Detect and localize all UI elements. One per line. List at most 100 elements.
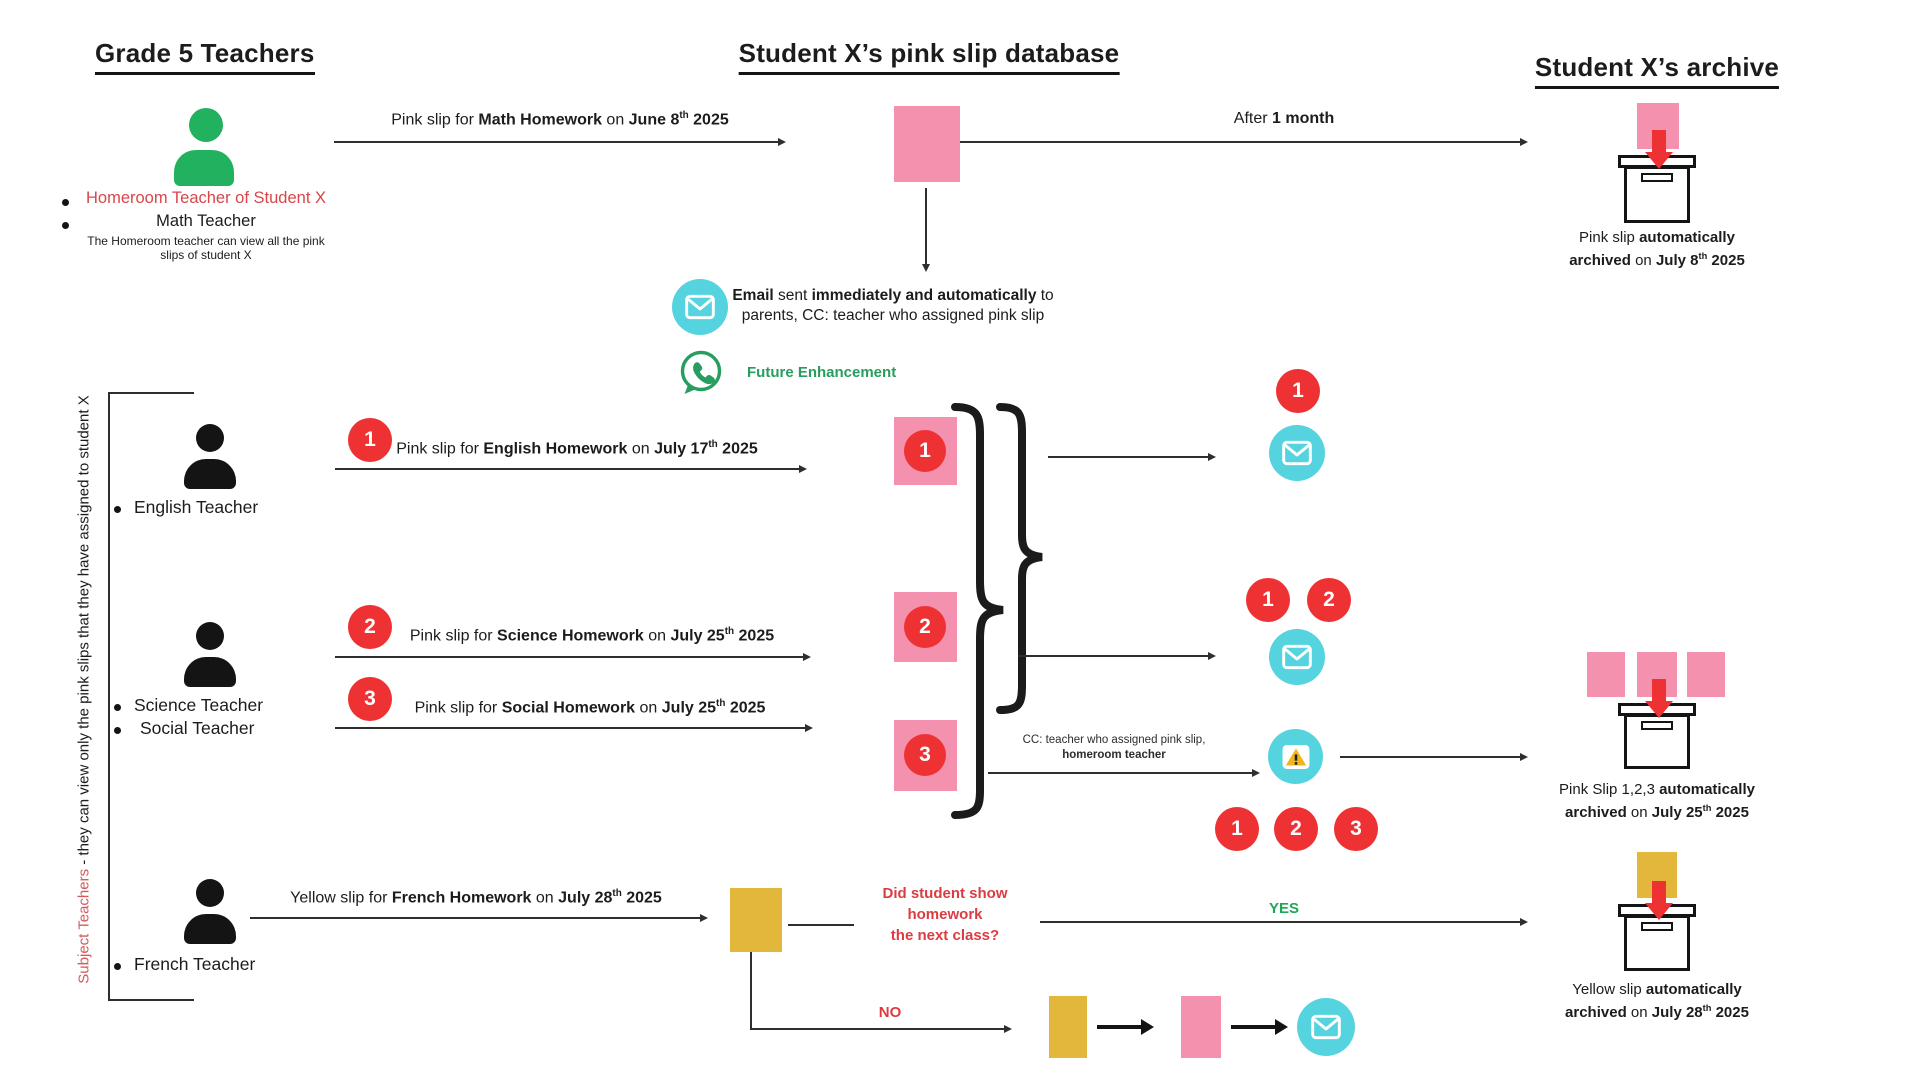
decision-question-line2: homework xyxy=(907,906,983,923)
archive3-box-body xyxy=(1624,915,1690,971)
email-note-line1: Email sent immediately and automatically… xyxy=(732,287,1054,304)
pink-slip-main xyxy=(894,106,960,182)
cc-note-line2: homeroom teacher xyxy=(1062,749,1166,761)
bullet-dot xyxy=(114,963,121,970)
curly-braces xyxy=(951,403,1043,819)
arrow-yellow-to-pink xyxy=(1097,1019,1154,1035)
bullet-dot xyxy=(62,199,69,206)
homeroom-teacher-icon xyxy=(174,108,238,186)
archive2-caption: Pink Slip 1,2,3 automatically archived o… xyxy=(1559,780,1755,822)
archive3-drop-arrow xyxy=(1645,881,1673,920)
bullet-dot xyxy=(114,506,121,513)
archive3-caption: Yellow slip automatically archived on Ju… xyxy=(1565,980,1749,1022)
social-teacher-label: Social Teacher xyxy=(140,718,255,738)
math-pink-slip-label: Pink slip for Math Homework on June 8th … xyxy=(391,110,729,129)
yellow-slip-main xyxy=(730,888,782,952)
arrow-email-to-archive2 xyxy=(1340,753,1528,761)
arrow-social-to-database xyxy=(335,724,813,732)
archive1-caption-line1: Pink slip automatically xyxy=(1579,229,1735,246)
archive3-caption-line1: Yellow slip automatically xyxy=(1572,981,1742,998)
subject-bracket-top xyxy=(108,392,194,394)
homeroom-note-line1: The Homeroom teacher can view all the pi… xyxy=(87,234,325,248)
archive2-slip-1 xyxy=(1587,652,1625,697)
notify2-badge-1: 1 xyxy=(1246,578,1290,622)
bullet-dot xyxy=(114,704,121,711)
archive1-drop-arrow xyxy=(1645,130,1673,169)
social-slip-label: Pink slip for Social Homework on July 25… xyxy=(414,698,766,717)
badge-1: 1 xyxy=(348,418,392,462)
notify1-badge-1: 1 xyxy=(1276,369,1320,413)
bullet-dot xyxy=(114,727,121,734)
arrow-slip-to-email xyxy=(922,188,930,272)
no-flow-yellow-slip xyxy=(1049,996,1087,1058)
archive3-box-slot xyxy=(1641,922,1673,931)
archive2-drop-arrow xyxy=(1645,679,1673,718)
archive2-slip-3 xyxy=(1687,652,1725,697)
homeroom-note-line2: slips of student X xyxy=(160,248,252,262)
email-note-line2: parents, CC: teacher who assigned pink s… xyxy=(741,307,1045,324)
arrow-no-branch xyxy=(750,1025,1012,1033)
whatsapp-icon xyxy=(676,348,726,403)
arrow-science-to-database xyxy=(335,653,811,661)
future-enhancement-label: Future Enhancement xyxy=(747,364,897,381)
person-body xyxy=(174,150,234,186)
cc-note-line1: CC: teacher who assigned pink slip, xyxy=(1022,734,1206,746)
archive2-box-slot xyxy=(1641,721,1673,730)
cc-note: CC: teacher who assigned pink slip, home… xyxy=(1023,733,1206,763)
notify3-badge-2: 2 xyxy=(1274,807,1318,851)
archive1-caption-line2: archived on July 8th 2025 xyxy=(1569,251,1745,269)
archive3-caption-line2: archived on July 28th 2025 xyxy=(1565,1003,1749,1021)
french-teacher-icon xyxy=(182,879,238,944)
bullet-dot xyxy=(62,222,69,229)
math-teacher-label: Math Teacher xyxy=(156,212,256,230)
email-icon xyxy=(672,279,728,335)
person-head xyxy=(189,108,223,142)
header-student-archive: Student X’s archive xyxy=(1534,52,1780,89)
after-month-label: After 1 month xyxy=(1233,110,1335,127)
english-teacher-icon xyxy=(182,424,238,489)
badge-2: 2 xyxy=(348,605,392,649)
email-icon xyxy=(1297,998,1355,1056)
notify2-badge-2: 2 xyxy=(1307,578,1351,622)
arrow-french-to-slip xyxy=(250,914,708,922)
email-note: Email sent immediately and automatically… xyxy=(732,286,1053,326)
header-grade5-teachers: Grade 5 Teachers xyxy=(95,38,315,75)
archive1-box-slot xyxy=(1641,173,1673,182)
archive2-caption-line2: archived on July 25th 2025 xyxy=(1565,803,1749,821)
archive1-caption: Pink slip automatically archived on July… xyxy=(1569,228,1745,270)
french-teacher-label: French Teacher xyxy=(134,954,256,974)
subject-bracket-bottom xyxy=(108,999,194,1001)
arrow-slip2-to-email xyxy=(1018,652,1216,660)
archive2-caption-line1: Pink Slip 1,2,3 automatically xyxy=(1559,781,1755,798)
science-slip-label: Pink slip for Science Homework on July 2… xyxy=(409,626,775,645)
archive2-box-body xyxy=(1624,714,1690,769)
no-flow-pink-slip xyxy=(1181,996,1221,1058)
no-branch-vertical xyxy=(750,952,752,1030)
arrow-yes-to-archive3 xyxy=(1040,918,1528,926)
header-pink-slip-database: Student X’s pink slip database xyxy=(738,38,1120,75)
email-warning-icon xyxy=(1268,729,1323,784)
decision-question-line3: the next class? xyxy=(890,927,1000,944)
arrow-pink-to-email xyxy=(1231,1019,1288,1035)
french-slip-label: Yellow slip for French Homework on July … xyxy=(290,888,662,907)
decision-question: Did student show homework the next class… xyxy=(883,883,1008,946)
decision-question-line1: Did student show xyxy=(882,885,1008,902)
english-teacher-label: English Teacher xyxy=(134,497,259,517)
badge-3: 3 xyxy=(348,677,392,721)
arrow-slip3-to-email xyxy=(988,769,1260,777)
notify3-badge-1: 1 xyxy=(1215,807,1259,851)
db-slip-2-badge: 2 xyxy=(904,606,946,648)
arrow-math-to-database xyxy=(334,138,786,146)
no-label: NO xyxy=(878,1004,902,1021)
subject-teachers-side-note: Subject Teachers - they can view only th… xyxy=(75,395,93,984)
whatsapp-glyph xyxy=(680,350,722,394)
homeroom-note: The Homeroom teacher can view all the pi… xyxy=(86,234,326,262)
envelope-glyph xyxy=(685,294,715,320)
db-slip-3-badge: 3 xyxy=(904,734,946,776)
homeroom-teacher-label: Homeroom Teacher of Student X xyxy=(86,189,326,207)
notify3-badge-3: 3 xyxy=(1334,807,1378,851)
arrow-english-to-database xyxy=(335,465,807,473)
subject-bracket-vertical xyxy=(108,392,110,1001)
db-slip-1-badge: 1 xyxy=(904,430,946,472)
